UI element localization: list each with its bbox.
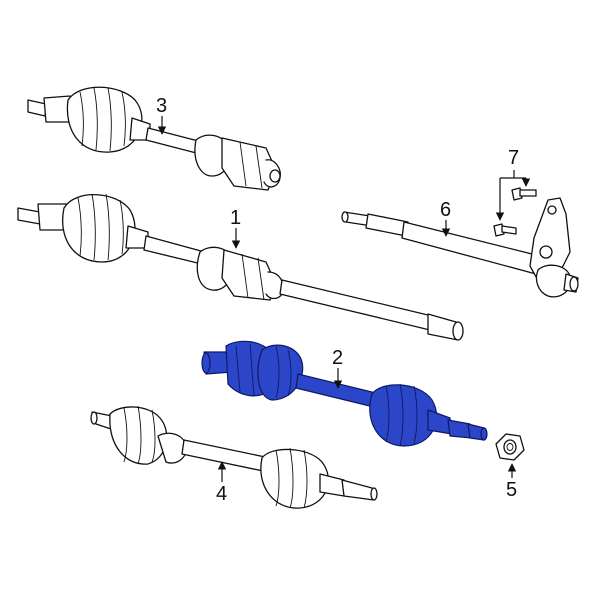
callout-5-label: 5 [506, 479, 517, 501]
callout-6-label: 6 [440, 199, 451, 221]
intermediate-shaft-part-6[interactable] [341, 197, 579, 298]
callout-4: 4 [216, 461, 227, 505]
half-shaft-part-2-highlighted[interactable] [201, 340, 488, 447]
half-shaft-part-1[interactable] [17, 193, 464, 341]
callout-2-label: 2 [332, 347, 343, 369]
callout-1-label: 1 [230, 207, 241, 229]
half-shaft-part-4[interactable] [90, 405, 378, 509]
callout-4-label: 4 [216, 483, 227, 505]
bolt-upper-part-7[interactable] [511, 187, 537, 201]
callout-3-label: 3 [156, 95, 167, 117]
callout-2: 2 [332, 347, 343, 389]
callout-5: 5 [506, 463, 517, 501]
callout-7-label: 7 [508, 147, 519, 169]
half-shaft-part-3[interactable] [27, 86, 281, 191]
bolt-lower-part-7[interactable] [493, 223, 517, 237]
hub-nut-part-5[interactable] [495, 433, 525, 461]
callout-6: 6 [440, 199, 451, 237]
callout-3: 3 [156, 95, 167, 135]
callout-1: 1 [230, 207, 241, 249]
callout-7: 7 [495, 147, 531, 221]
